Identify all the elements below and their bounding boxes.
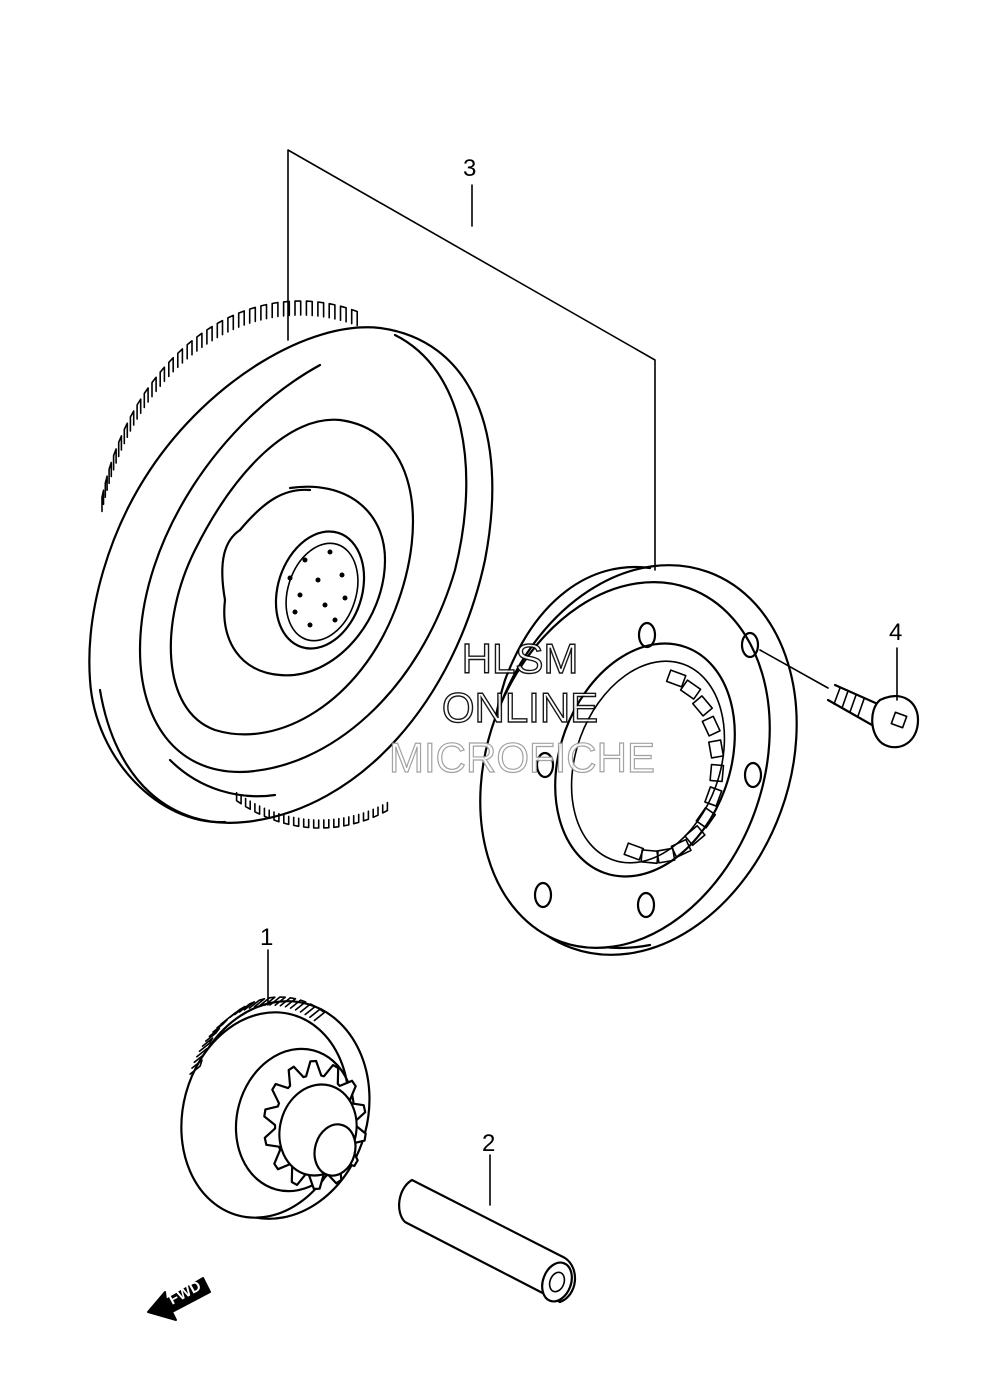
idle-gear-shaft[interactable]	[398, 1178, 577, 1306]
starter-clutch-housing[interactable]	[431, 521, 850, 999]
clutch-roller	[708, 739, 725, 759]
clutch-roller	[701, 715, 721, 737]
clutch-roller	[691, 695, 714, 717]
bolt-holes	[533, 621, 763, 919]
callout-2[interactable]: 2	[482, 1130, 495, 1157]
clutch-roller	[679, 679, 702, 700]
fwd-arrow-icon: FWD	[147, 1277, 211, 1321]
clutch-roller	[623, 842, 645, 861]
clutch-roller	[709, 763, 725, 783]
callout-1[interactable]: 1	[260, 924, 273, 951]
clutch-roller	[704, 786, 723, 807]
clutch-roller	[640, 849, 659, 865]
watermark: HLSM ONLINE MICROFICHE	[388, 634, 655, 781]
clutch-rollers	[623, 669, 725, 865]
watermark-line2: ONLINE	[442, 684, 598, 731]
callout-4[interactable]: 4	[889, 619, 902, 646]
starter-idle-gear[interactable]	[159, 980, 394, 1239]
watermark-line3: MICROFICHE	[389, 734, 655, 781]
clutch-bolt[interactable]	[759, 649, 920, 749]
watermark-line1: HLSM	[462, 635, 579, 682]
callout-3[interactable]: 3	[463, 155, 476, 182]
clutch-roller	[684, 824, 706, 847]
callout-3-leader	[287, 149, 656, 571]
clutch-roller	[695, 807, 717, 829]
needle-bearing-dots	[287, 549, 348, 628]
starter-driven-gear[interactable]	[88, 300, 494, 829]
clutch-roller	[665, 669, 687, 688]
